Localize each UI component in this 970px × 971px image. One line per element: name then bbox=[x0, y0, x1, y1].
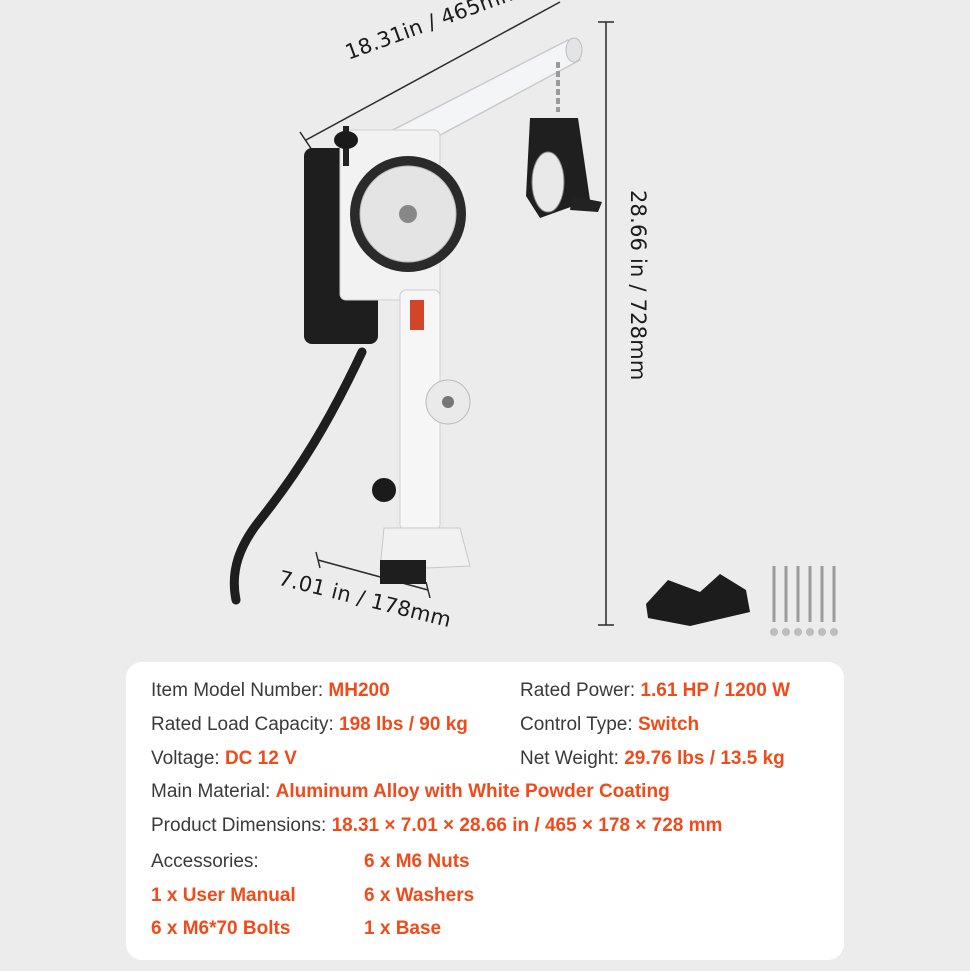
accessory-manual: 1 x User Manual bbox=[151, 885, 296, 906]
motor-housing bbox=[304, 126, 466, 344]
spec-material: Main Material: Aluminum Alloy with White… bbox=[151, 781, 670, 802]
accessories-label: Accessories: bbox=[151, 851, 259, 872]
height-dimension-line bbox=[598, 21, 614, 626]
mast bbox=[372, 289, 471, 531]
spec-power: Rated Power: 1.61 HP / 1200 W bbox=[520, 680, 791, 701]
accessory-base: 1 x Base bbox=[364, 918, 442, 939]
accessory-bolts: 6 x M6*70 Bolts bbox=[151, 918, 291, 939]
specifications-card: Item Model Number: MH200 Rated Power: 1.… bbox=[126, 662, 844, 960]
depth-dimension-line bbox=[315, 551, 431, 599]
spec-weight: Net Weight: 29.76 lbs / 13.5 kg bbox=[520, 748, 785, 769]
product-photo: 18.31in / 465mm 28.66 in / 728mm 7.01 in… bbox=[229, 0, 838, 636]
base-mount bbox=[379, 527, 471, 584]
power-cable bbox=[229, 347, 367, 605]
spec-load: Rated Load Capacity: 198 lbs / 90 kg bbox=[151, 714, 468, 735]
accessory-nuts: 6 x M6 Nuts bbox=[364, 851, 470, 872]
pulley-block bbox=[526, 62, 602, 218]
washers-set bbox=[770, 628, 838, 636]
spec-model: Item Model Number: MH200 bbox=[151, 680, 390, 701]
spec-control: Control Type: Switch bbox=[520, 714, 700, 735]
spec-dimensions: Product Dimensions: 18.31 × 7.01 × 28.66… bbox=[151, 815, 723, 836]
accessory-washers: 6 x Washers bbox=[364, 885, 475, 906]
davit-crane-illustration bbox=[229, 1, 838, 636]
accessory-base bbox=[646, 574, 750, 626]
height-dimension-label: 28.66 in / 728mm bbox=[626, 190, 650, 381]
spec-voltage: Voltage: DC 12 V bbox=[151, 748, 297, 769]
width-dimension-line bbox=[299, 1, 561, 151]
bolts-set bbox=[772, 566, 836, 622]
